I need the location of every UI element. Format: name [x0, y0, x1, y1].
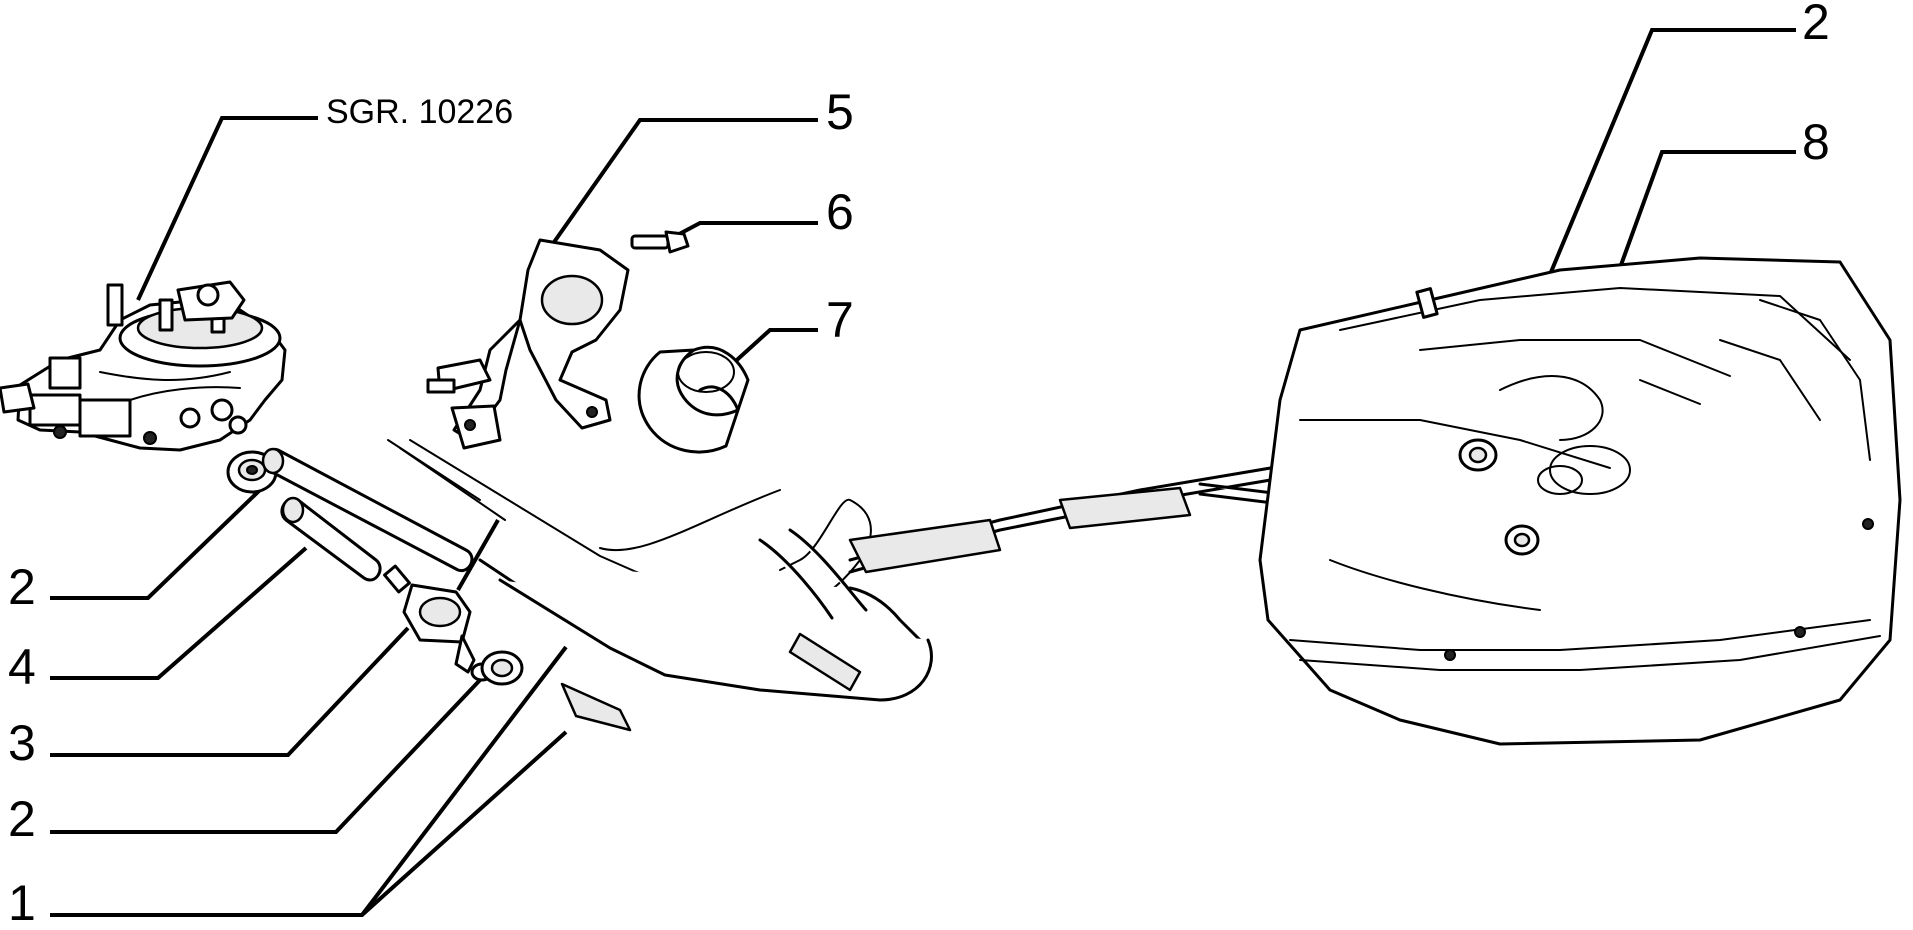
- leader-1a: [50, 645, 568, 917]
- leader-lines: [50, 28, 1796, 917]
- leader-4: [50, 546, 308, 680]
- leader-2-left-b: [50, 678, 482, 834]
- leader-3: [50, 626, 410, 757]
- callout-3: 3: [8, 715, 36, 771]
- leader-reference: [136, 116, 318, 301]
- callout-1: 1: [8, 875, 36, 930]
- hose-pieces: [261, 447, 474, 582]
- leader-7: [726, 328, 818, 370]
- callout-4: 4: [8, 639, 36, 695]
- reference-label: SGR. 10226: [326, 93, 513, 131]
- callout-2-left-b: 2: [8, 791, 36, 847]
- leader-1b: [360, 730, 568, 917]
- bolt: [630, 230, 690, 254]
- clamp-lower-left: [480, 650, 524, 686]
- callout-8: 8: [1802, 114, 1830, 170]
- nut-8: [1504, 524, 1540, 556]
- nut-top-right: [1458, 438, 1498, 472]
- callout-7: 7: [826, 292, 854, 348]
- leader-5: [550, 118, 818, 247]
- bracket: [426, 238, 630, 450]
- callout-2-left-a: 2: [8, 559, 36, 615]
- leader-2-left-a: [50, 486, 264, 600]
- callout-5: 5: [826, 84, 854, 140]
- fuel-filter: [383, 564, 494, 682]
- leader-6: [667, 221, 818, 242]
- callout-6: 6: [826, 184, 854, 240]
- leader-3-tip: [456, 519, 500, 591]
- fuel-tank: [387, 256, 1902, 746]
- rubber-sleeve: [637, 345, 750, 454]
- throttle-body: [0, 280, 287, 452]
- callout-2-top: 2: [1802, 0, 1830, 50]
